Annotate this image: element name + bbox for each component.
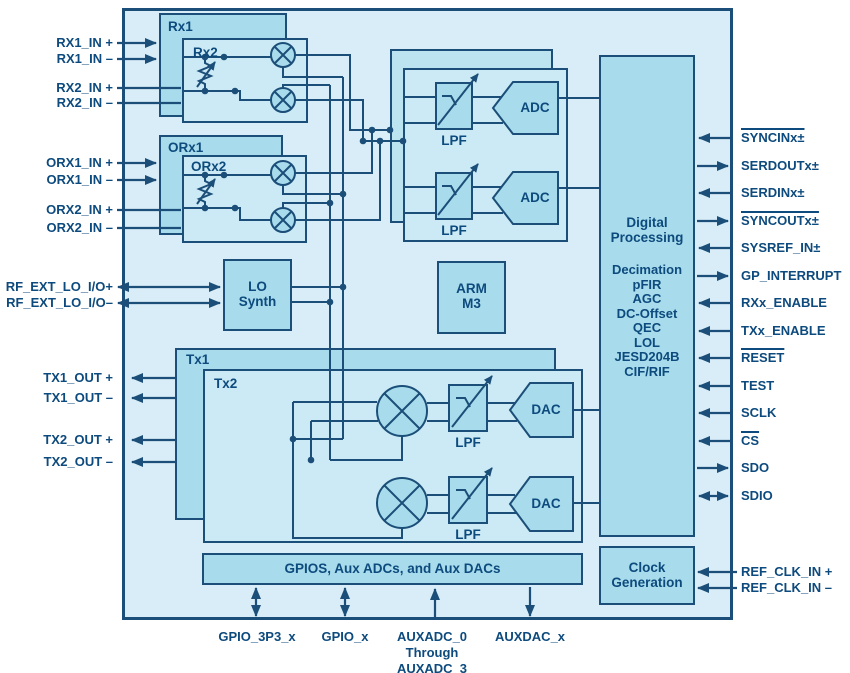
dac-label: DAC xyxy=(531,402,561,417)
pin-auxadc: AUXADC_0 Through AUXADC_3 xyxy=(396,629,468,673)
pin-txx-enable: TXx_ENABLE xyxy=(741,323,826,338)
dp-feature: Decimation xyxy=(611,262,683,277)
dp-feature: AGC xyxy=(632,291,662,306)
orx2-label: ORx2 xyxy=(191,159,227,174)
dp-feature: pFIR xyxy=(632,276,662,292)
pin-tx2-out-minus: TX2_OUT – xyxy=(43,454,113,469)
pin-orx2-in-minus: ORX2_IN – xyxy=(46,220,113,235)
pin-ref-clk-in-minus: REF_CLK_IN – xyxy=(741,580,833,595)
pin-sdio: SDIO xyxy=(741,488,773,503)
gpios-bar-label: GPIOS, Aux ADCs, and Aux DACs xyxy=(284,561,501,576)
pin-sdo: SDO xyxy=(741,460,770,475)
dac-label: DAC xyxy=(531,496,561,511)
lpf-label: LPF xyxy=(441,133,467,148)
pin-sclk: SCLK xyxy=(741,405,777,420)
block-tx-lpf-2 xyxy=(448,476,488,524)
lo-synth-label: LO Synth xyxy=(238,279,277,309)
pin-serdin: SERDINx± xyxy=(741,185,805,200)
pin-rx2-in-minus: RX2_IN – xyxy=(56,95,113,110)
dp-feature: CIF/RIF xyxy=(624,363,670,379)
clock-generation-label: Clock Generation xyxy=(611,560,683,590)
tx1-label: Tx1 xyxy=(186,352,210,367)
dp-feature: QEC xyxy=(632,320,662,335)
adc-label: ADC xyxy=(520,190,550,205)
rx2-label: Rx2 xyxy=(193,45,218,60)
pin-syncin: SYNCINx± xyxy=(741,130,805,145)
pin-orx2-in-plus: ORX2_IN + xyxy=(46,202,113,217)
pin-reset: RESET xyxy=(741,350,785,365)
orx1-label: ORx1 xyxy=(168,140,204,155)
lpf-label: LPF xyxy=(441,223,467,238)
lpf-label: LPF xyxy=(455,435,481,450)
pin-rf-ext-lo-io-plus: RF_EXT_LO_I/O+ xyxy=(5,279,113,294)
pin-test: TEST xyxy=(741,378,775,393)
pin-syncout: SYNCOUTx± xyxy=(741,213,819,228)
digital-processing-title: Digital Processing xyxy=(610,215,684,245)
pin-sysref-in: SYSREF_IN± xyxy=(741,240,821,255)
pin-cs: CS xyxy=(741,433,760,448)
pin-rf-ext-lo-io-minus: RF_EXT_LO_I/O– xyxy=(6,295,113,310)
lpf-label: LPF xyxy=(455,527,481,542)
pin-orx1-in-plus: ORX1_IN + xyxy=(46,155,113,170)
pin-rx1-in-minus: RX1_IN – xyxy=(56,51,113,66)
pin-gp-interrupt: GP_INTERRUPT xyxy=(741,268,842,283)
block-lo-synth xyxy=(223,259,292,331)
pin-auxdac: AUXDAC_x xyxy=(494,629,566,644)
block-tx-lpf-1 xyxy=(448,384,488,432)
block-clock-generation xyxy=(599,546,695,605)
block-rx-lpf-1 xyxy=(435,82,473,130)
dp-feature: JESD204B xyxy=(614,349,680,364)
pin-serdout: SERDOUTx± xyxy=(741,158,819,173)
pin-ref-clk-in-plus: REF_CLK_IN + xyxy=(741,564,833,579)
pin-gpio: GPIO_x xyxy=(321,629,369,644)
tx2-label: Tx2 xyxy=(214,376,238,391)
dp-feature: LOL xyxy=(634,334,660,350)
arm-m3-label: ARM M3 xyxy=(456,281,487,311)
pin-rx1-in-plus: RX1_IN + xyxy=(56,35,113,50)
pin-tx1-out-plus: TX1_OUT + xyxy=(43,370,113,385)
pin-gpio-3p3: GPIO_3P3_x xyxy=(218,629,296,644)
pin-rx2-in-plus: RX2_IN + xyxy=(56,80,113,95)
pin-orx1-in-minus: ORX1_IN – xyxy=(46,172,113,187)
block-arm-m3 xyxy=(437,261,506,334)
pin-tx2-out-plus: TX2_OUT + xyxy=(43,432,113,447)
adc-label: ADC xyxy=(520,100,550,115)
digital-processing-features: Decimation pFIR AGC DC-Offset QEC LOL JE… xyxy=(599,262,695,379)
block-rx-adc-inner xyxy=(403,68,568,242)
rx1-label: Rx1 xyxy=(168,19,193,34)
block-tx2 xyxy=(203,369,583,543)
block-digital-processing xyxy=(599,55,695,537)
pin-tx1-out-minus: TX1_OUT – xyxy=(43,390,113,405)
dp-feature: DC-Offset xyxy=(616,305,678,321)
pin-rxx-enable: RXx_ENABLE xyxy=(741,295,827,310)
block-rx-lpf-2 xyxy=(435,172,473,220)
block-gpios-bar xyxy=(202,553,583,585)
